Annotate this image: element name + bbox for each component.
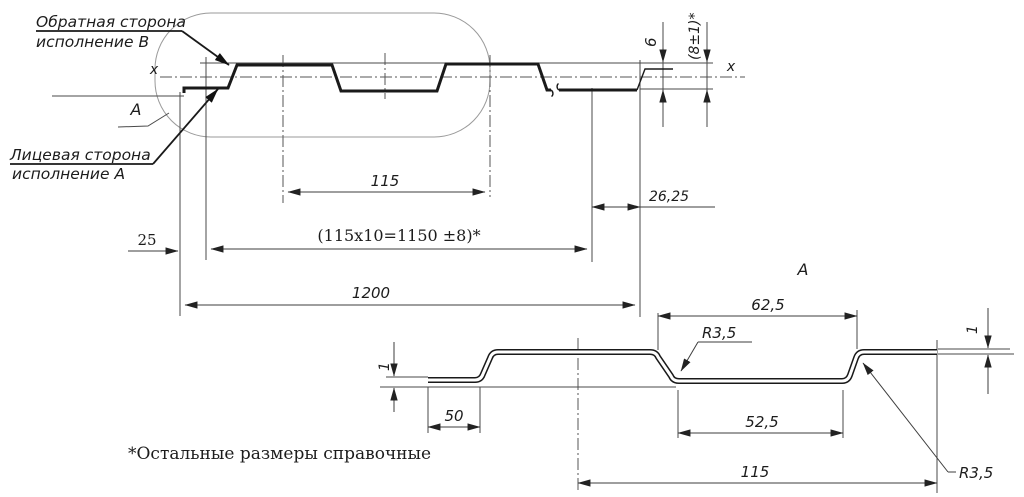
dim-thickness-left: 1 (377, 342, 398, 412)
dim-module-width-value: 115 (741, 463, 770, 481)
face-side-label-line2: исполнение А (12, 165, 125, 183)
dim-rib-top-width: 62,5 (657, 296, 858, 320)
detail-sheet-section (428, 349, 937, 384)
back-side-label-line2: исполнение В (36, 33, 149, 51)
reference-dimensions-note: *Остальные размеры справочные (128, 444, 431, 464)
dim-end-offset: 26,25 (591, 189, 715, 211)
dim-rib-bottom-width-value: 52,5 (745, 413, 778, 431)
detail-a-title: А (797, 260, 809, 279)
dim-rib-height-value: 6 (642, 37, 660, 47)
detail-extension-lines (380, 310, 1014, 493)
dim-pitch: 115 (287, 172, 486, 196)
face-side-label-line1: Лицевая сторона (9, 146, 151, 164)
dim-overall-width-value: 1200 (352, 284, 390, 302)
axis-label-right: x (726, 59, 736, 75)
dim-thickness-left-value: 1 (377, 362, 393, 371)
dim-overall-width: 1200 (184, 284, 636, 309)
break-symbol (550, 82, 560, 98)
back-side-label-line1: Обратная сторона (36, 13, 186, 31)
dim-module-width: 115 (577, 463, 938, 487)
callout-radius-valley-value: R3,5 (702, 324, 736, 342)
dim-edge-flat: 25 (128, 231, 179, 255)
dim-module-total-value: (115x10=1150 ±8)* (317, 226, 480, 245)
dim-edge-flat-value: 25 (137, 231, 156, 249)
dim-overall-height-value: (8±1)* (687, 13, 703, 60)
dim-thickness-right: 1 (965, 308, 992, 394)
dim-flange-width: 50 (427, 407, 481, 431)
dim-rib-top-width-value: 62,5 (751, 296, 784, 314)
dim-thickness-right-value: 1 (965, 325, 981, 334)
dim-overall-height: (8±1)* (687, 13, 711, 104)
sheet-profile-outline (182, 62, 551, 93)
callout-radius-end-value: R3,5 (959, 464, 993, 482)
sheet-profile-end-flange (636, 68, 673, 91)
axis-label-left: x (149, 62, 159, 78)
detail-view-a: А 1 50 (377, 260, 1014, 493)
view-reference-a-label: А (130, 100, 142, 119)
callout-back-side: Обратная сторона исполнение В (36, 13, 230, 66)
view-reference-a: А (117, 100, 170, 128)
callout-radius-end: R3,5 (862, 362, 993, 482)
detail-boundary-outline (154, 12, 491, 138)
dim-end-offset-value: 26,25 (649, 189, 689, 205)
main-profile-view: 115 (115x10=1150 ±8)* 25 1200 26,25 6 (9, 12, 745, 317)
callout-radius-valley: R3,5 (680, 324, 752, 372)
callout-face-side: Лицевая сторона исполнение А (9, 88, 219, 183)
dim-module-total: (115x10=1150 ±8)* (210, 226, 588, 253)
dim-pitch-value: 115 (371, 172, 400, 190)
dim-flange-width-value: 50 (444, 407, 463, 425)
dim-rib-bottom-width: 52,5 (677, 413, 844, 437)
dim-rib-height: 6 (642, 37, 667, 104)
